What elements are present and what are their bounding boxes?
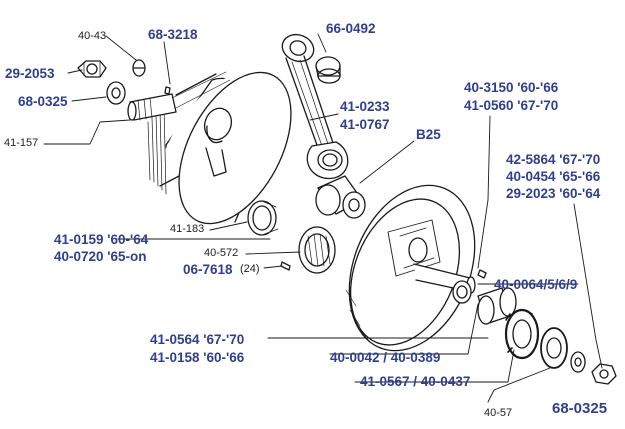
part-label-29-2023: 29-2023 '60-'64: [506, 186, 601, 201]
part-label-40-57: 40-57: [484, 407, 513, 419]
left-mainshaft: [127, 93, 177, 121]
part-label-42-5864: 42-5864 '67-'70: [506, 152, 601, 167]
part-label-41-0567: 41-0567 / 40-0437: [360, 374, 471, 389]
part-label-b25: B25: [416, 127, 441, 142]
part-label-40-0720: 40-0720 '65-on: [54, 249, 147, 264]
part-label-41-0564: 41-0564 '67-'70: [150, 332, 245, 347]
part-label-40-0064: 40-0064/5/6/9: [494, 277, 578, 292]
part-label-40-572: 40-572: [204, 247, 239, 259]
part-label-41-0159: 41-0159 '60-'64: [54, 232, 149, 247]
part-label-40-0042: 40-0042 / 40-0389: [330, 350, 441, 365]
leader-lines: [43, 33, 603, 403]
left-small-parts: [77, 59, 171, 105]
left-flywheel: [147, 71, 292, 249]
part-label-68-3218: 68-3218: [148, 27, 198, 42]
part-label-41-0560: 41-0560 '67-'70: [464, 98, 559, 113]
part-label-40-0454: 40-0454 '65-'66: [506, 169, 601, 184]
part-label-41-0158: 41-0158 '60-'66: [150, 350, 245, 365]
part-label-41-183: 41-183: [170, 223, 205, 235]
part-label-41-0767: 41-0767: [340, 117, 390, 132]
roller-bearing: [247, 200, 336, 274]
part-label-40-3150: 40-3150 '60-'66: [464, 80, 559, 95]
part-label-68-0325-top: 68-0325: [18, 94, 68, 109]
part-quantity-24: (24): [240, 263, 260, 275]
part-label-06-7618: 06-7618: [183, 262, 233, 277]
right-side-parts: [452, 269, 617, 385]
crankpin: [315, 175, 366, 219]
part-label-68-0325-bottom: 68-0325: [552, 400, 608, 417]
part-label-29-2053: 29-2053: [5, 66, 55, 81]
connecting-rod: [281, 33, 349, 180]
part-label-66-0492: 66-0492: [326, 21, 376, 36]
part-label-40-43: 40-43: [78, 30, 107, 42]
part-label-41-157: 41-157: [4, 137, 39, 149]
part-label-41-0233: 41-0233: [340, 99, 390, 114]
